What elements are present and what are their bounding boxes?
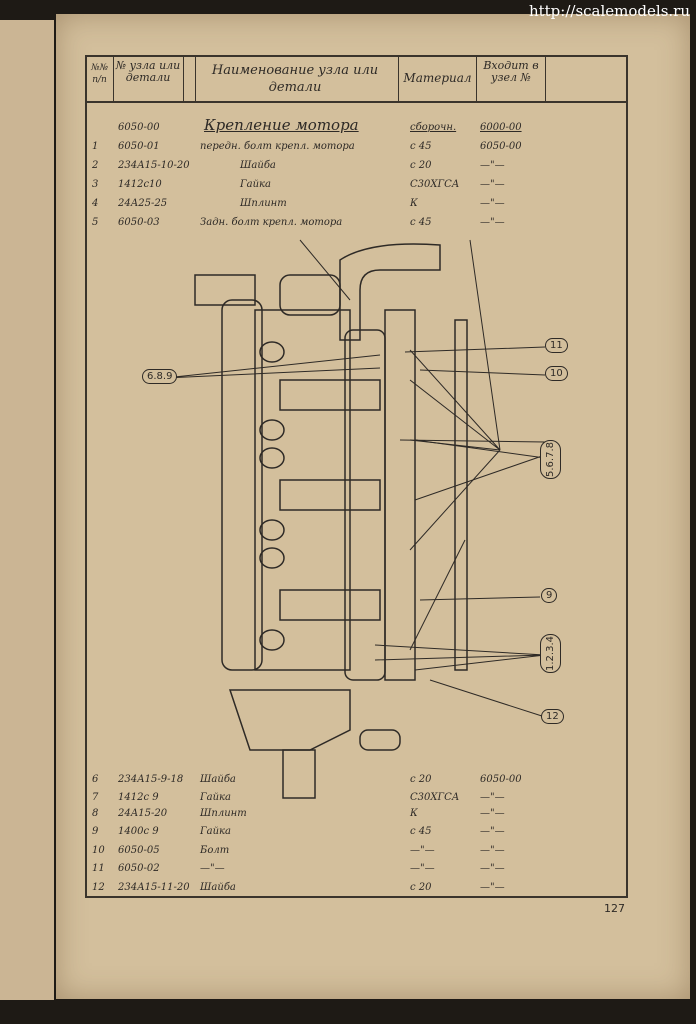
row-material: —"— bbox=[410, 863, 435, 874]
row-assembly: —"— bbox=[480, 792, 505, 803]
assembly-title: Крепление мотора bbox=[204, 116, 359, 134]
row-num: 2 bbox=[92, 160, 99, 171]
row-num: 11 bbox=[92, 863, 105, 874]
row-code: 24А25-25 bbox=[118, 198, 168, 209]
row-assembly: —"— bbox=[480, 826, 505, 837]
row-assembly: —"— bbox=[480, 845, 505, 856]
row-name: Болт bbox=[200, 845, 230, 856]
row-material: с 20 bbox=[410, 774, 432, 785]
row-assembly: —"— bbox=[480, 882, 505, 893]
row-code: 6050-00 bbox=[118, 122, 160, 133]
row-assembly: 6050-00 bbox=[480, 141, 522, 152]
row-material: с 20 bbox=[410, 882, 432, 893]
page-number: 127 bbox=[604, 902, 625, 915]
row-material: К bbox=[410, 198, 418, 209]
row-num: 5 bbox=[92, 217, 99, 228]
row-num: 9 bbox=[92, 826, 99, 837]
row-code: 234А15-11-20 bbox=[118, 882, 190, 893]
row-assembly: —"— bbox=[480, 160, 505, 171]
header-code: № узла или детали bbox=[115, 59, 181, 84]
row-name: —"— bbox=[200, 863, 225, 874]
row-name: Шплинт bbox=[240, 198, 287, 209]
callout-9: 9 bbox=[541, 588, 558, 603]
row-assembly: —"— bbox=[480, 808, 505, 819]
callout-11: 11 bbox=[545, 338, 568, 353]
row-num: 7 bbox=[92, 792, 99, 803]
row-code: 1412с 9 bbox=[118, 792, 159, 803]
row-name: Гайка bbox=[200, 792, 231, 803]
facing-page-edge bbox=[0, 20, 54, 1000]
row-num: 8 bbox=[92, 808, 99, 819]
row-num: 10 bbox=[92, 845, 105, 856]
header-name: Наименование узла или детали bbox=[211, 63, 379, 95]
row-num: 6 bbox=[92, 774, 99, 785]
row-material: сборочн. bbox=[410, 122, 457, 133]
row-code: 234А15-10-20 bbox=[118, 160, 190, 171]
header-assembly: Входит в узел № bbox=[483, 59, 539, 84]
callout-10: 10 bbox=[545, 366, 568, 381]
row-code: 1400с 9 bbox=[118, 826, 159, 837]
row-name: Шайба bbox=[200, 882, 236, 893]
row-code: 6050-02 bbox=[118, 863, 160, 874]
callout-6-8-9: 6.8.9 bbox=[142, 369, 178, 384]
row-name: передн. болт крепл. мотора bbox=[200, 141, 355, 152]
row-num: 1 bbox=[92, 141, 99, 152]
table-frame bbox=[85, 55, 628, 898]
row-material: с 45 bbox=[410, 826, 432, 837]
row-material: С30ХГСА bbox=[410, 179, 460, 190]
row-num: 3 bbox=[92, 179, 99, 190]
row-material: К bbox=[410, 808, 418, 819]
row-name: Шайба bbox=[240, 160, 276, 171]
callout-1-2-3-4: 1.2.3.4 bbox=[540, 634, 561, 673]
row-assembly: 6050-00 bbox=[480, 774, 522, 785]
row-assembly: —"— bbox=[480, 217, 505, 228]
page bbox=[56, 14, 690, 999]
row-material: С30ХГСА bbox=[410, 792, 460, 803]
row-assembly: —"— bbox=[480, 179, 505, 190]
callout-12: 12 bbox=[541, 709, 564, 724]
row-name: Гайка bbox=[200, 826, 231, 837]
table-header bbox=[85, 55, 628, 103]
row-material: —"— bbox=[410, 845, 435, 856]
row-code: 24А15-20 bbox=[118, 808, 168, 819]
watermark: http://scalemodels.ru bbox=[528, 2, 690, 20]
row-code: 6050-05 bbox=[118, 845, 160, 856]
row-assembly: —"— bbox=[480, 863, 505, 874]
row-code: 6050-03 bbox=[118, 217, 160, 228]
row-material: с 45 bbox=[410, 217, 432, 228]
header-material: Материал bbox=[403, 71, 472, 85]
row-num: 12 bbox=[92, 882, 105, 893]
row-name: Задн. болт крепл. мотора bbox=[200, 217, 343, 228]
callout-5-6-7-8: 5.6.7.8 bbox=[540, 440, 561, 479]
row-assembly: 6000-00 bbox=[480, 122, 522, 133]
row-code: 1412с10 bbox=[118, 179, 162, 190]
row-material: с 45 bbox=[410, 141, 432, 152]
header-num: №№ п/п bbox=[90, 63, 109, 85]
row-name: Гайка bbox=[240, 179, 271, 190]
row-code: 6050-01 bbox=[118, 141, 160, 152]
row-name: Шплинт bbox=[200, 808, 247, 819]
row-material: с 20 bbox=[410, 160, 432, 171]
row-assembly: —"— bbox=[480, 198, 505, 209]
row-num: 4 bbox=[92, 198, 99, 209]
row-name: Шайба bbox=[200, 774, 236, 785]
row-code: 234А15-9-18 bbox=[118, 774, 184, 785]
